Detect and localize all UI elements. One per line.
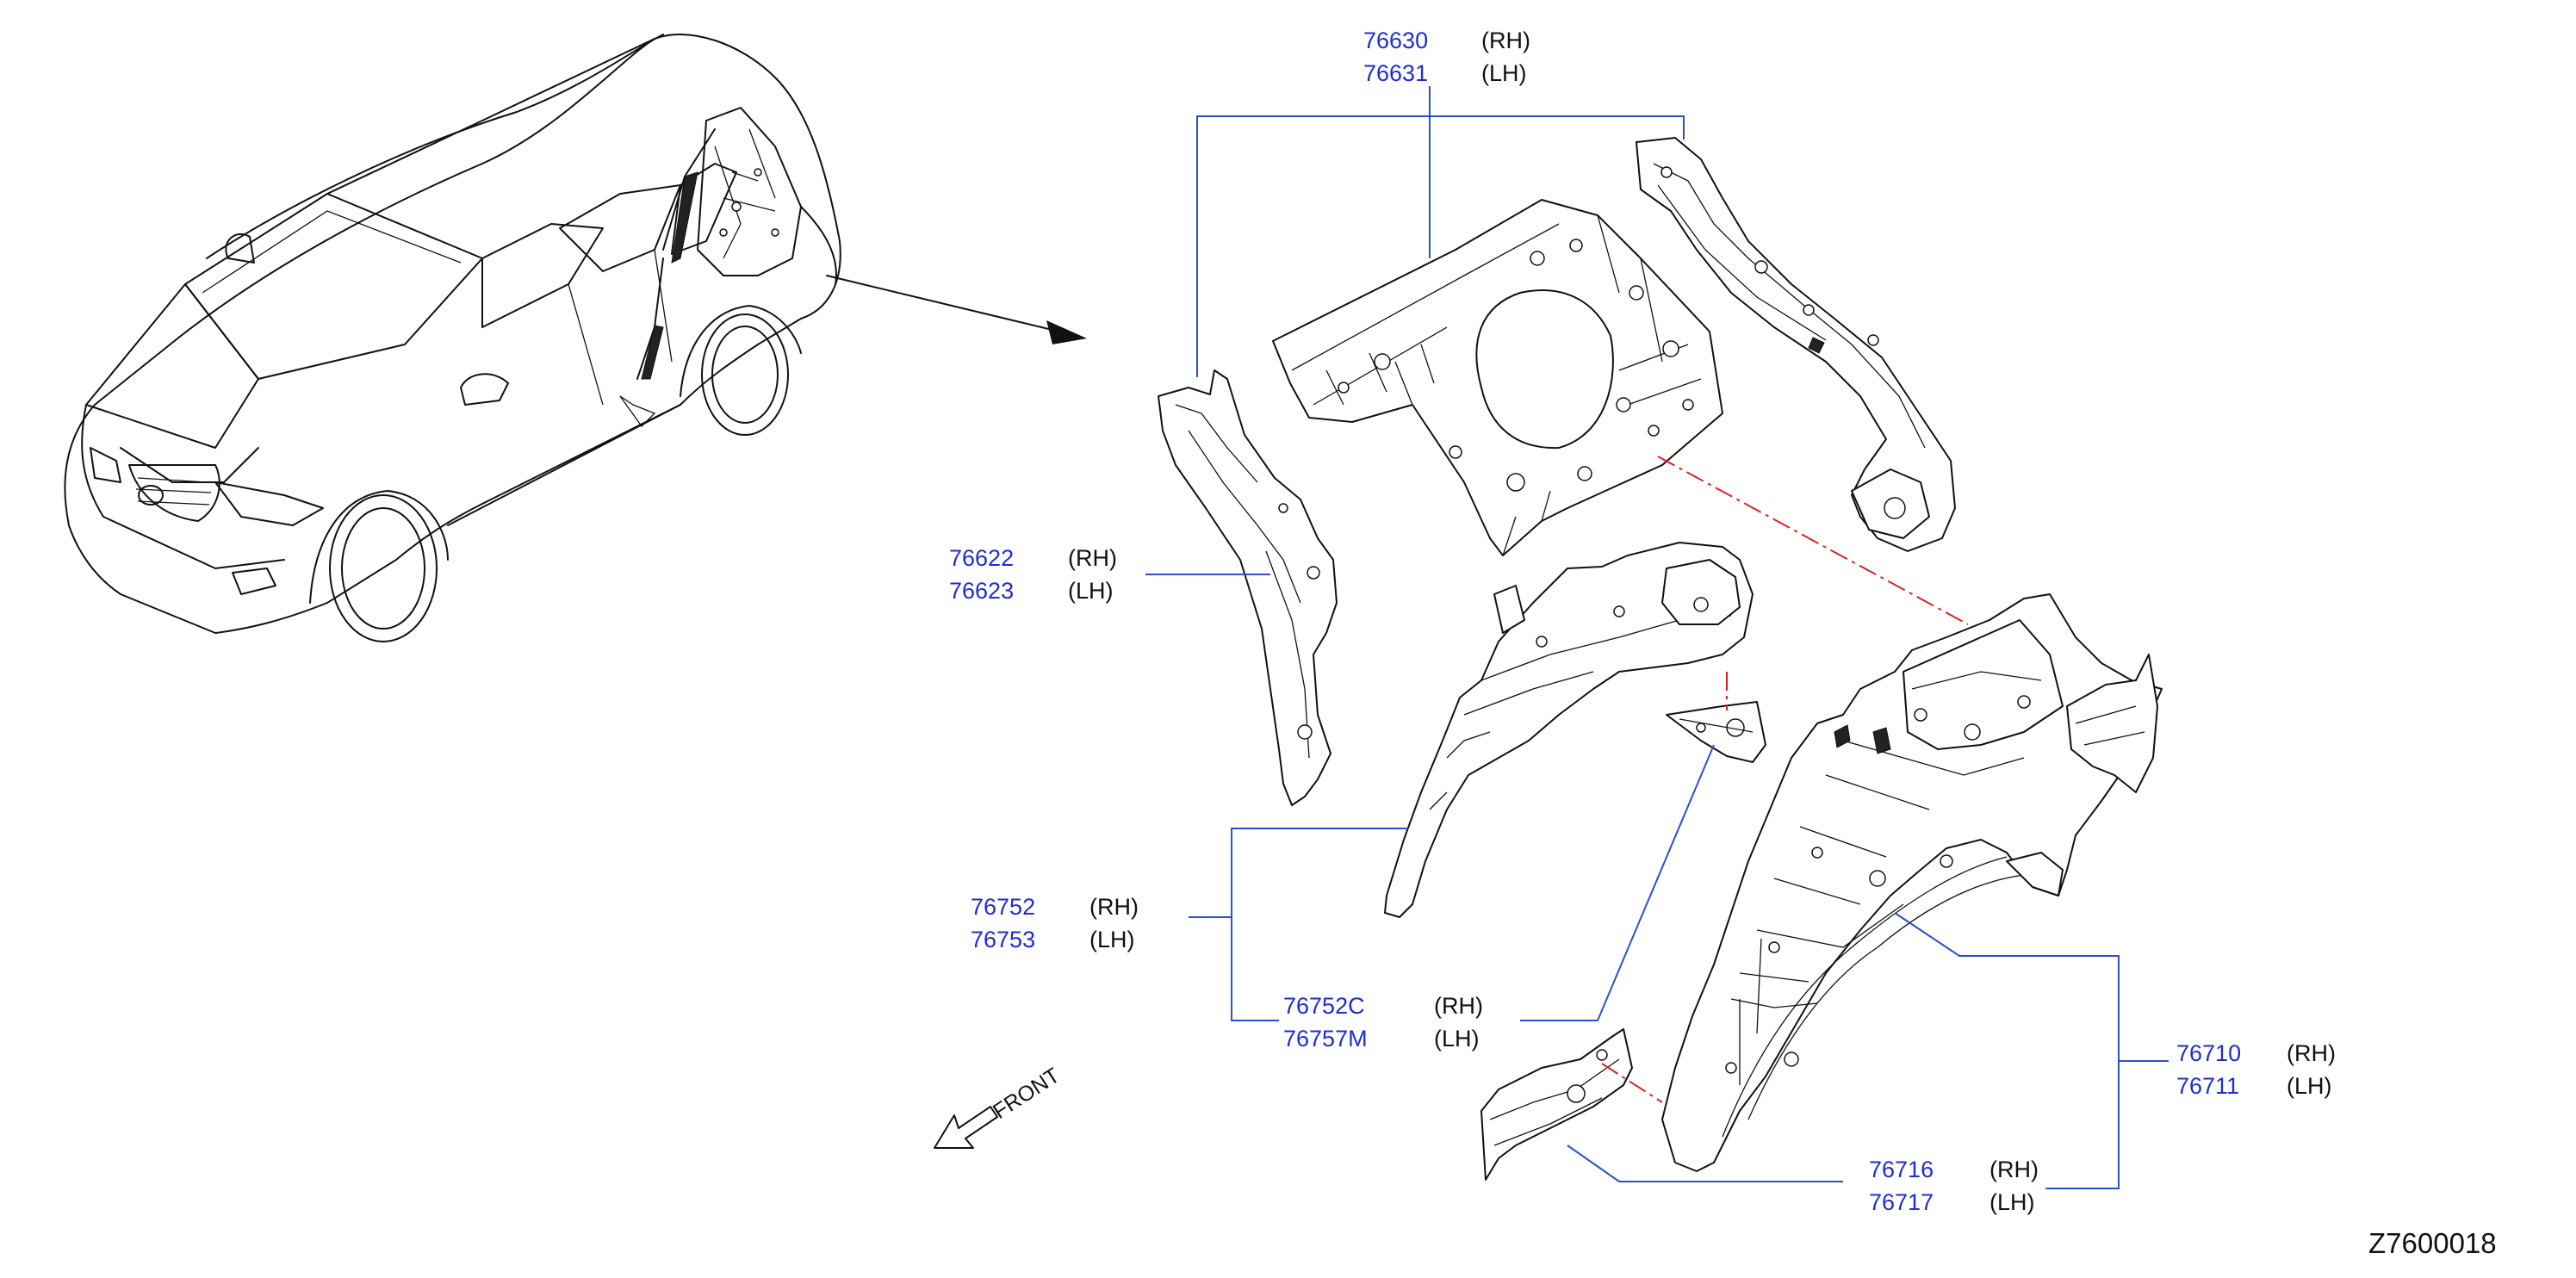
side-lh-label: (LH) — [1089, 927, 1135, 952]
callout-76630: 76630 76631 (RH) (LH) — [1363, 28, 1530, 86]
part-76716-lower-panel — [1480, 1028, 1633, 1181]
side-lh-label: (LH) — [1989, 1189, 2035, 1215]
callout-76710: 76710 76711 (RH) (LH) — [2176, 1040, 2336, 1099]
part-number-76752C[interactable]: 76752C — [1283, 993, 1365, 1019]
callout-76622: 76622 76623 (RH) (LH) — [949, 545, 1117, 604]
part-76630-side-rail — [1636, 137, 1956, 552]
side-rh-label: (RH) — [1481, 28, 1530, 53]
part-76710-rear-inner-panel — [1661, 593, 2163, 1172]
front-indicator: FRONT — [934, 1064, 1064, 1149]
part-number-76623[interactable]: 76623 — [949, 578, 1014, 604]
part-76622-pillar-reinforcement — [1158, 369, 1338, 806]
callout-76716: 76716 76717 (RH) (LH) — [1869, 1157, 2039, 1215]
leader-lines — [1145, 86, 2169, 1189]
side-lh-label: (LH) — [1481, 60, 1527, 86]
callout-76752C: 76752C 76757M (RH) (LH) — [1283, 993, 1483, 1052]
side-lh-label: (LH) — [2287, 1073, 2332, 1099]
front-arrow-icon — [934, 1106, 998, 1149]
vehicle-illustration — [64, 34, 841, 642]
side-rh-label: (RH) — [1068, 545, 1117, 571]
side-lh-label: (LH) — [1068, 578, 1114, 604]
part-number-76717[interactable]: 76717 — [1869, 1189, 1934, 1215]
reference-arrow-icon — [826, 275, 1087, 344]
part-76630-rear-pillar-inner-panel — [1272, 199, 1723, 556]
part-76752C-bracket — [1666, 701, 1766, 763]
side-lh-label: (LH) — [1434, 1026, 1480, 1052]
part-number-76622[interactable]: 76622 — [949, 545, 1014, 571]
side-rh-label: (RH) — [1089, 894, 1139, 920]
part-number-76716[interactable]: 76716 — [1869, 1157, 1934, 1182]
part-number-76753[interactable]: 76753 — [971, 927, 1035, 952]
part-76752-wheelhouse-arch — [1384, 542, 1754, 918]
side-rh-label: (RH) — [1989, 1157, 2039, 1182]
part-number-76630[interactable]: 76630 — [1363, 28, 1428, 53]
part-number-76757M[interactable]: 76757M — [1283, 1026, 1368, 1052]
part-number-76710[interactable]: 76710 — [2176, 1040, 2241, 1066]
part-number-76752[interactable]: 76752 — [971, 894, 1035, 920]
front-label: FRONT — [989, 1064, 1064, 1124]
callout-76752: 76752 76753 (RH) (LH) — [971, 894, 1139, 952]
alignment-lines — [1601, 456, 1969, 1103]
illustration-code: Z7600018 — [2368, 1227, 2497, 1259]
side-rh-label: (RH) — [2287, 1040, 2336, 1066]
part-number-76631[interactable]: 76631 — [1363, 60, 1428, 86]
side-rh-label: (RH) — [1434, 993, 1483, 1019]
part-number-76711[interactable]: 76711 — [2176, 1073, 2239, 1099]
